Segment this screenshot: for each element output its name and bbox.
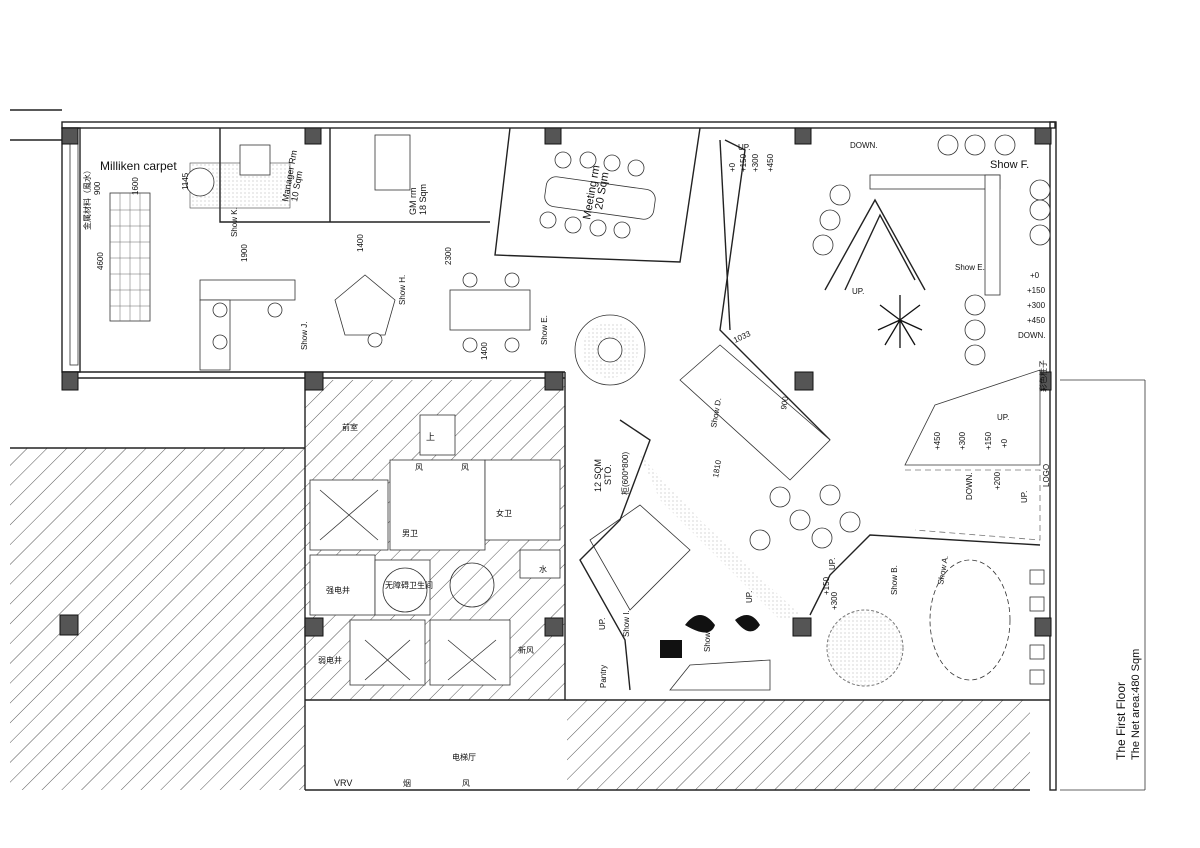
label-gm-rm: GM rm bbox=[408, 188, 418, 216]
label-feng-2: 风 bbox=[461, 463, 469, 472]
step-300: +300 bbox=[751, 153, 760, 172]
ramp-450: +450 bbox=[933, 431, 942, 450]
label-gm-area: 18 Sqm bbox=[418, 184, 428, 215]
hatch-lower-left bbox=[10, 448, 305, 790]
ramp-150: +150 bbox=[984, 431, 993, 450]
label-up-6: UP. bbox=[598, 618, 607, 630]
label-show: Show bbox=[703, 632, 712, 652]
label-pantry: Pantry bbox=[599, 665, 608, 688]
stair-r150: +150 bbox=[1027, 286, 1046, 295]
label-feng-3: 风 bbox=[462, 779, 470, 788]
label-show-k: Show K. bbox=[230, 207, 239, 237]
label-up-4: UP. bbox=[1020, 491, 1029, 503]
label-show-e-1: Show E. bbox=[540, 315, 549, 345]
label-wuzhangai: 无障碍卫生间 bbox=[385, 580, 433, 590]
core-rooms bbox=[309, 414, 561, 686]
label-show-b: Show B. bbox=[890, 565, 899, 595]
columns bbox=[59, 127, 1052, 637]
label-qianshi: 前室 bbox=[342, 422, 358, 432]
label-xinfeng: 新风 bbox=[518, 645, 534, 655]
dim-1033: 1033 bbox=[732, 329, 752, 345]
dim-4600: 4600 bbox=[96, 252, 105, 270]
label-down-1: DOWN. bbox=[850, 141, 878, 150]
label-sto-area: 12 SQM bbox=[593, 459, 603, 492]
label-show-f: Show F. bbox=[990, 159, 1029, 171]
dim-2300: 2300 bbox=[444, 247, 453, 265]
dim-1400-b: 1400 bbox=[480, 342, 489, 360]
label-ruodian: 弱电井 bbox=[318, 655, 342, 665]
label-up-3: UP. bbox=[997, 413, 1009, 422]
dim-900-b: 900 bbox=[779, 395, 790, 410]
step-450: +450 bbox=[766, 153, 775, 172]
label-cabinet: 柜(600*800) bbox=[620, 452, 630, 495]
label-up-7: UP. bbox=[745, 591, 754, 603]
label-up-1: UP. bbox=[738, 143, 750, 152]
floor-title: The First Floor bbox=[1114, 682, 1128, 760]
dim-1400-a: 1400 bbox=[356, 234, 365, 252]
label-qiangdian: 强电井 bbox=[326, 585, 350, 595]
label-shui: 水 bbox=[539, 564, 547, 574]
hatch-bottom-right bbox=[567, 700, 1030, 790]
dim-1900: 1900 bbox=[240, 244, 249, 262]
label-milliken-carpet: Milliken carpet bbox=[100, 159, 177, 173]
label-nanwei: 男卫 bbox=[402, 529, 418, 538]
ramp-200: +200 bbox=[993, 471, 1002, 490]
label-show-h: Show H. bbox=[398, 275, 407, 305]
label-pillar: 彩色柱子 bbox=[1038, 360, 1048, 392]
label-vrv: VRV bbox=[334, 778, 352, 788]
label-down-2: DOWN. bbox=[1018, 331, 1046, 340]
label-show-i: Show I. bbox=[622, 610, 631, 637]
label-nvwei: 女卫 bbox=[496, 508, 512, 518]
label-yan: 烟 bbox=[403, 779, 411, 788]
dim-900: 900 bbox=[93, 181, 102, 195]
label-dianti: 电梯厅 bbox=[452, 752, 476, 762]
stair-r450: +450 bbox=[1027, 316, 1046, 325]
furniture-right bbox=[539, 134, 1051, 691]
label-show-j: Show J. bbox=[300, 322, 309, 350]
dim-1810: 1810 bbox=[711, 459, 723, 479]
label-shang: 上 bbox=[426, 432, 435, 442]
label-logo: LOGO bbox=[1042, 464, 1051, 487]
labels: Milliken carpet 900 1600 1145 4600 金属材料（… bbox=[82, 141, 1142, 788]
dim-1145: 1145 bbox=[181, 172, 190, 190]
step-150: +150 bbox=[739, 153, 748, 172]
ramp-300: +300 bbox=[958, 431, 967, 450]
furniture-left bbox=[109, 134, 531, 371]
ramp-b150: +150 bbox=[822, 576, 831, 595]
label-sto: STO. bbox=[603, 464, 613, 485]
walls bbox=[10, 109, 1146, 791]
dim-1600: 1600 bbox=[131, 177, 140, 195]
label-up-5: UP. bbox=[828, 558, 837, 570]
floor-area: The Net area:480 Sqm bbox=[1130, 649, 1142, 760]
label-metal: 金属材料（風水） bbox=[82, 166, 92, 230]
label-up-2: UP. bbox=[852, 287, 864, 296]
stair-r300: +300 bbox=[1027, 301, 1046, 310]
stair-r0: +0 bbox=[1030, 271, 1040, 280]
label-down-3: DOWN. bbox=[965, 472, 974, 500]
ramp-0: +0 bbox=[1000, 438, 1009, 448]
step-0: +0 bbox=[728, 162, 737, 172]
hatched-areas bbox=[10, 380, 1030, 790]
ramp-b300: +300 bbox=[830, 591, 839, 610]
label-feng-1: 风 bbox=[415, 463, 423, 472]
label-show-e-2: Show E. bbox=[955, 263, 985, 272]
